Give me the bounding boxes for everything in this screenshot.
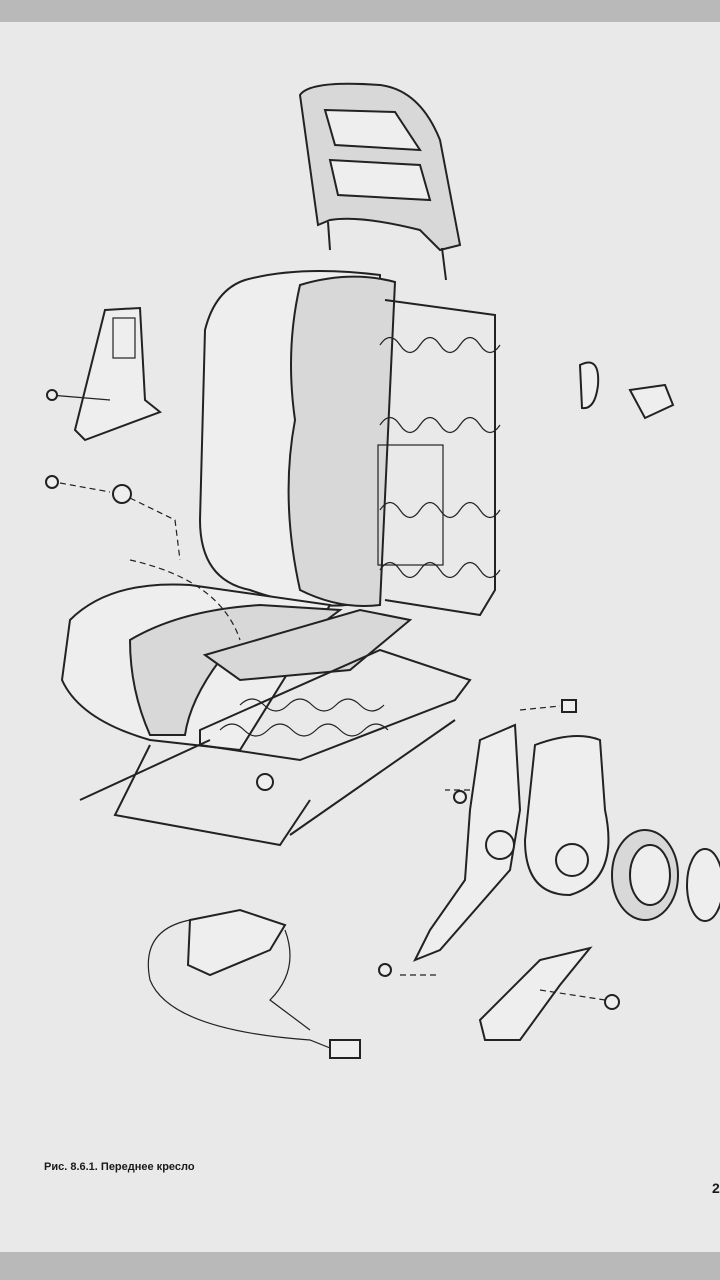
seat-frame-and-rails — [79, 559, 472, 847]
figure-caption: Рис. 8.6.1. Переднее кресло — [44, 1161, 195, 1173]
backrest — [198, 270, 397, 607]
headrest — [298, 82, 462, 281]
top-gray-bar — [0, 0, 720, 22]
seat-cushion — [60, 583, 413, 752]
side-trim-panel — [45, 306, 181, 561]
recliner-mechanism — [400, 699, 720, 976]
bottom-gray-bar — [0, 1252, 720, 1280]
backrest-frame — [377, 299, 501, 617]
lumbar-knob-and-cover — [478, 361, 675, 1041]
seat-heater-switch-cable — [147, 773, 467, 1059]
page-number: 2 — [712, 1180, 720, 1196]
